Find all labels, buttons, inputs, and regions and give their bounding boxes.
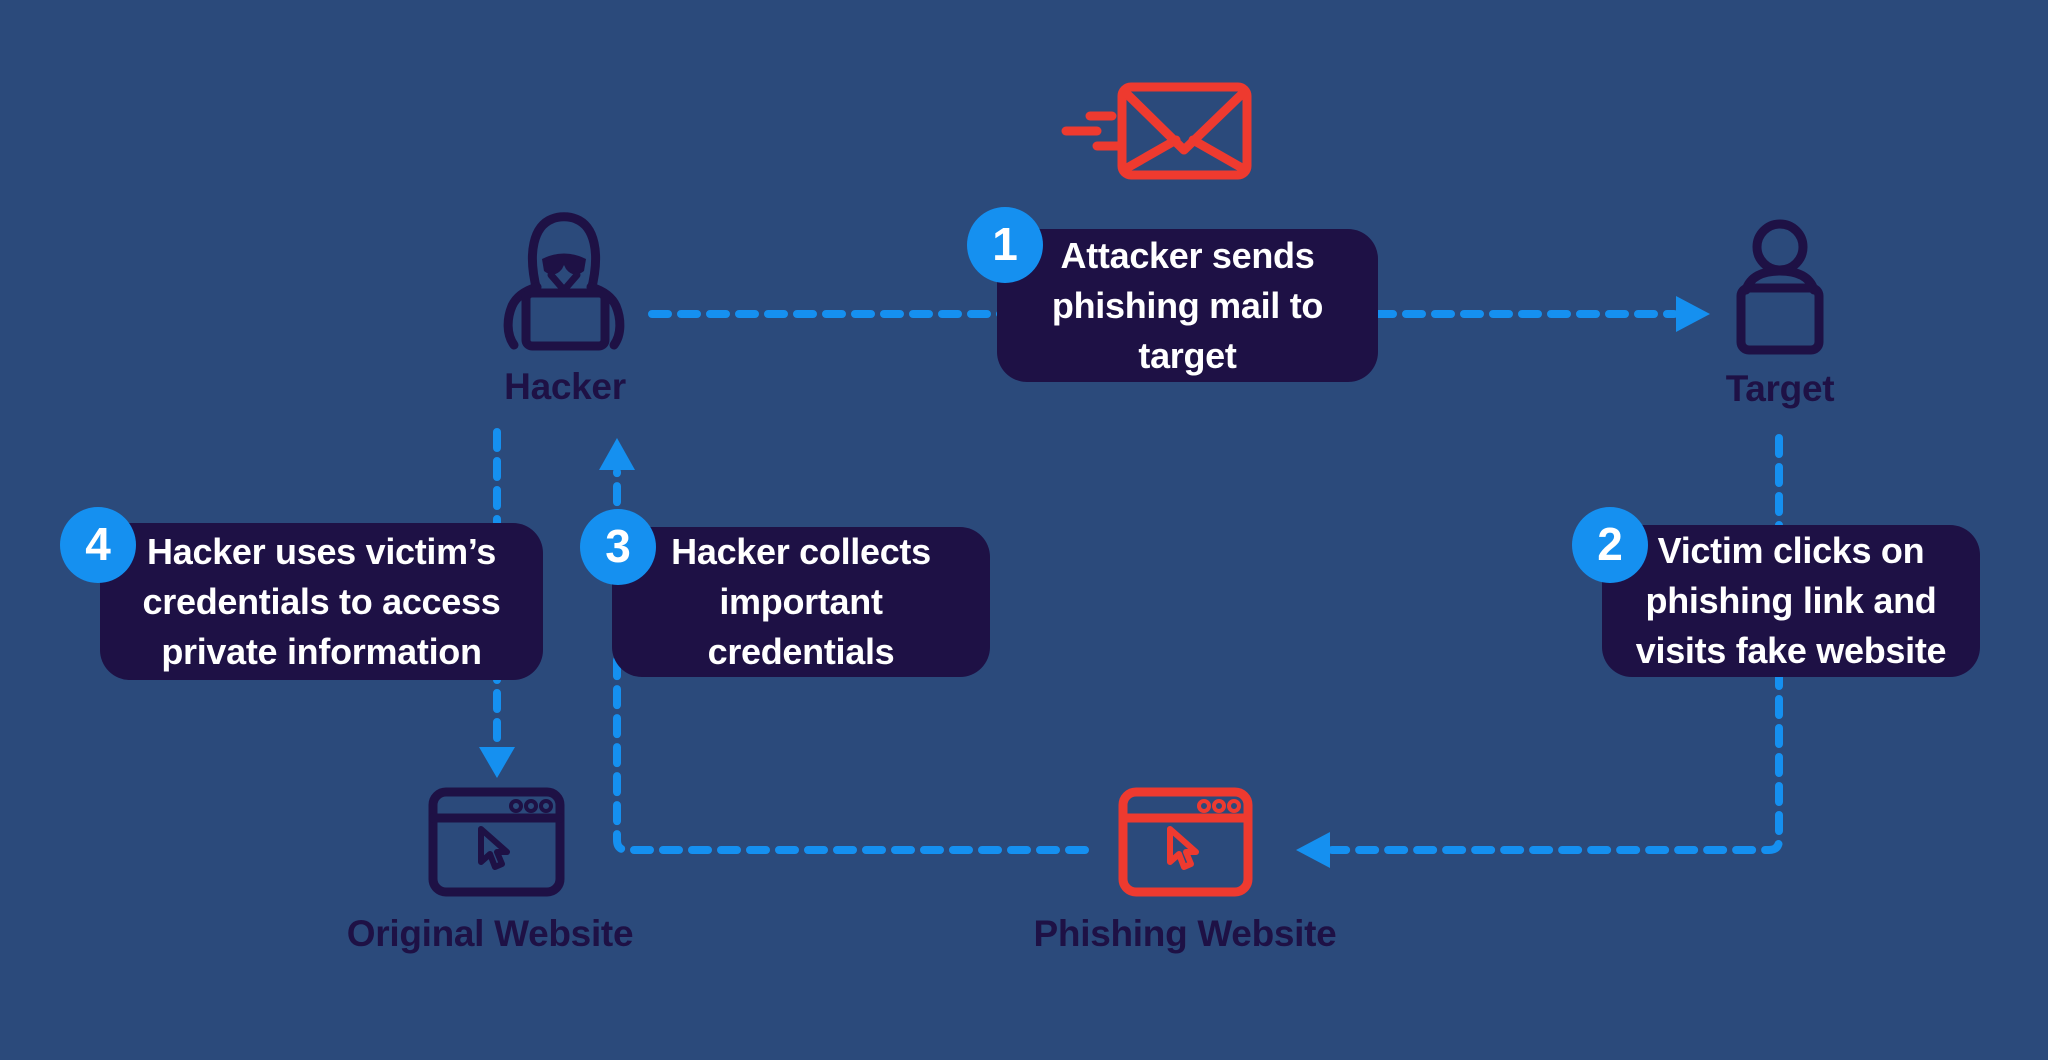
step-text: Hacker uses victim’s xyxy=(147,530,496,572)
browser-cursor-icon xyxy=(428,787,565,897)
browser-cursor-icon xyxy=(1118,787,1253,897)
step-text: visits fake website xyxy=(1635,630,1947,671)
step-text: private information xyxy=(161,630,482,672)
hacker-hooded-laptop-icon xyxy=(503,212,625,351)
step-text: important xyxy=(719,581,883,622)
step-number-badge: 3 xyxy=(580,509,656,585)
arrowhead-down-icon xyxy=(479,747,515,778)
person-icon xyxy=(1736,219,1824,355)
step-box-4: Hacker uses victim’s credentials to acce… xyxy=(100,523,543,680)
step-number-badge: 1 xyxy=(967,207,1043,283)
connector-phishing-site-to-hacker xyxy=(613,468,1089,854)
step-text: phishing link and xyxy=(1645,580,1937,621)
arrowhead-up-icon xyxy=(599,438,635,470)
step-number-badge: 4 xyxy=(60,507,136,583)
hacker-label: Hacker xyxy=(504,366,626,407)
step-text: target xyxy=(1138,334,1237,376)
step-box-3: Hacker collects important credentials xyxy=(612,527,990,677)
step-text: Attacker sends xyxy=(1060,234,1315,276)
step-text: credentials xyxy=(707,631,895,672)
step-box-1: Attacker sends phishing mail to target xyxy=(997,229,1378,382)
target-label: Target xyxy=(1725,368,1835,409)
step-number-badge: 2 xyxy=(1572,507,1648,583)
arrowhead-left-icon xyxy=(1296,832,1330,868)
step-text: credentials to access xyxy=(142,580,501,622)
original-website-label: Original Website xyxy=(346,913,634,954)
phishing-website-label: Phishing Website xyxy=(1033,913,1337,954)
connector-target-to-phishing-site xyxy=(1328,434,1783,854)
speeding-envelope-icon xyxy=(1061,82,1252,180)
step-text: Victim clicks on xyxy=(1657,530,1925,571)
step-box-2: Victim clicks on phishing link and visit… xyxy=(1602,525,1980,677)
step-text: phishing mail to xyxy=(1051,284,1324,326)
arrowhead-right-icon xyxy=(1676,296,1710,332)
step-text: Hacker collects xyxy=(671,531,931,572)
